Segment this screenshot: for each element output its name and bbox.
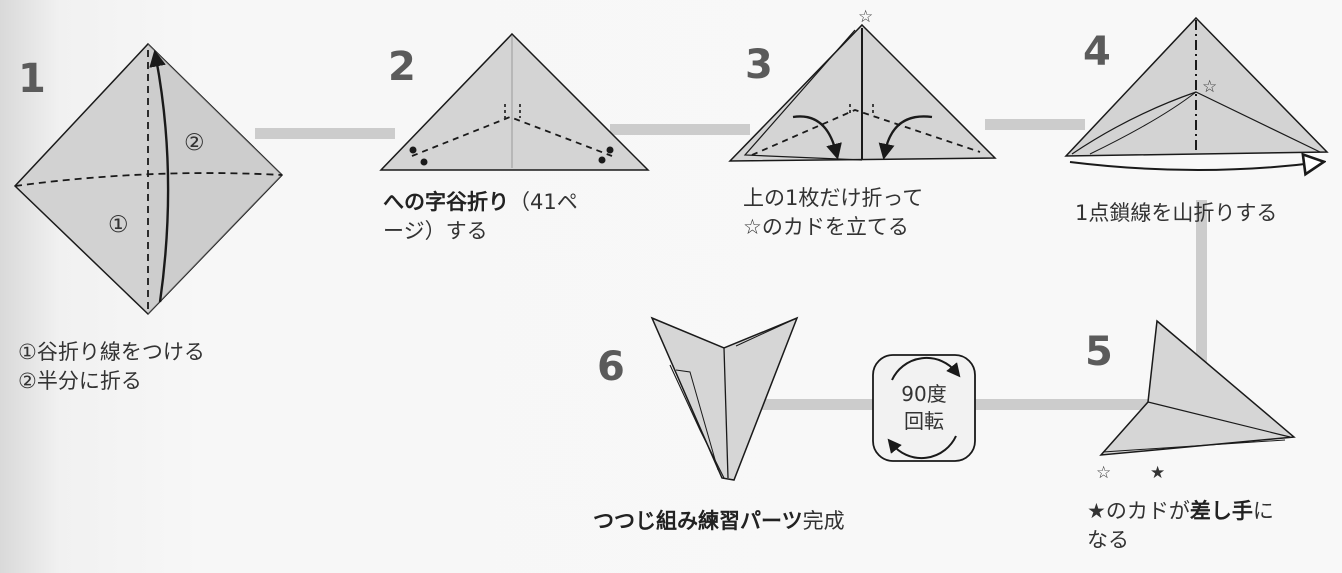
step-6-number: 6 (597, 344, 625, 390)
step-3-open-star: ☆ (858, 7, 873, 27)
step-5-filled-star: ★ (1150, 463, 1165, 483)
step-1-marker-1: ① (108, 212, 129, 238)
step-4-number: 4 (1083, 29, 1111, 75)
step-4-caption: 1点鎖線を山折りする (1075, 199, 1277, 228)
step-1-caption-line2: ②半分に折る (18, 369, 142, 393)
step-3-caption-line1: 上の1枚だけ折って (743, 186, 924, 210)
rotate-label-line1: 90度 (901, 382, 946, 406)
step-2-triangle (379, 32, 650, 171)
step-5-caption-suffix: に (1252, 499, 1274, 523)
step-6-caption-rest: 完成 (802, 509, 845, 533)
step-3-fold-line (751, 109, 981, 156)
step-2: 2 (379, 32, 650, 171)
connector-1-2 (255, 128, 395, 139)
step-6: 6 (597, 316, 799, 481)
step-4: 4 ☆ (1064, 16, 1329, 170)
connector-3-4 (985, 119, 1085, 130)
step-2-dot (409, 146, 417, 154)
step-5-caption-bold: 差し手 (1189, 499, 1253, 523)
step-3-number: 3 (745, 42, 773, 88)
step-2-caption-rest: （41ペ (509, 190, 578, 214)
step-2-caption-line2: ージ）する (383, 219, 488, 243)
step-6-caption-bold: つつじ組み練習パーツ (593, 509, 803, 533)
rotate-arrow-top-icon (891, 357, 961, 381)
rotate-arrow-bottom-icon (887, 435, 957, 459)
connector-4-5 (1196, 200, 1207, 395)
step-3-arrow-right (878, 115, 933, 160)
step-1-horizontal-fold (14, 172, 283, 187)
step-4-open-star: ☆ (1202, 77, 1217, 97)
step-1-fold-arrow (149, 49, 170, 303)
step-1-marker-2: ② (184, 130, 205, 156)
connector-2-3 (610, 124, 750, 135)
step-3-caption-line2: ☆のカドを立てる (743, 215, 909, 239)
step-1-caption-line1: ①谷折り線をつける (18, 340, 205, 364)
step-2-dot (420, 158, 428, 166)
step-6-caption: つつじ組み練習パーツ完成 (593, 507, 845, 536)
step-5-caption-line2: なる (1087, 528, 1129, 552)
step-2-caption-bold: への字谷折り (383, 190, 509, 214)
step-4-mountain-arrow (1069, 162, 1322, 170)
rotate-label-line2: 回転 (904, 409, 944, 433)
step-3-caption: 上の1枚だけ折って ☆のカドを立てる (743, 184, 923, 242)
step-2-caption: への字谷折り（41ペ ージ）する (383, 188, 578, 246)
step-5-open-star: ☆ (1096, 463, 1111, 483)
step-5-part (1099, 319, 1296, 456)
step-3-arrow-left (792, 115, 842, 160)
step-1-number: 1 (18, 56, 46, 102)
step-1: 1 ① ② (13, 42, 284, 316)
step-5-number: 5 (1085, 329, 1113, 375)
step-1-caption: ①谷折り線をつける ②半分に折る (18, 338, 205, 396)
step-5-caption: ★のカドが差し手に なる (1087, 497, 1274, 555)
step-3: 3 ☆ (728, 7, 997, 162)
rotate-90-badge: 90度 回転 (872, 354, 976, 462)
step-2-fold-line (411, 116, 613, 157)
step-5-caption-prefix: ★のカドが (1087, 499, 1190, 523)
step-2-dot (606, 146, 614, 154)
step-2-dot (598, 156, 606, 164)
step-5: 5 ☆ ★ (1085, 319, 1296, 483)
step-2-number: 2 (388, 44, 416, 90)
step-4-caption-line1: 1点鎖線を山折りする (1075, 201, 1278, 225)
